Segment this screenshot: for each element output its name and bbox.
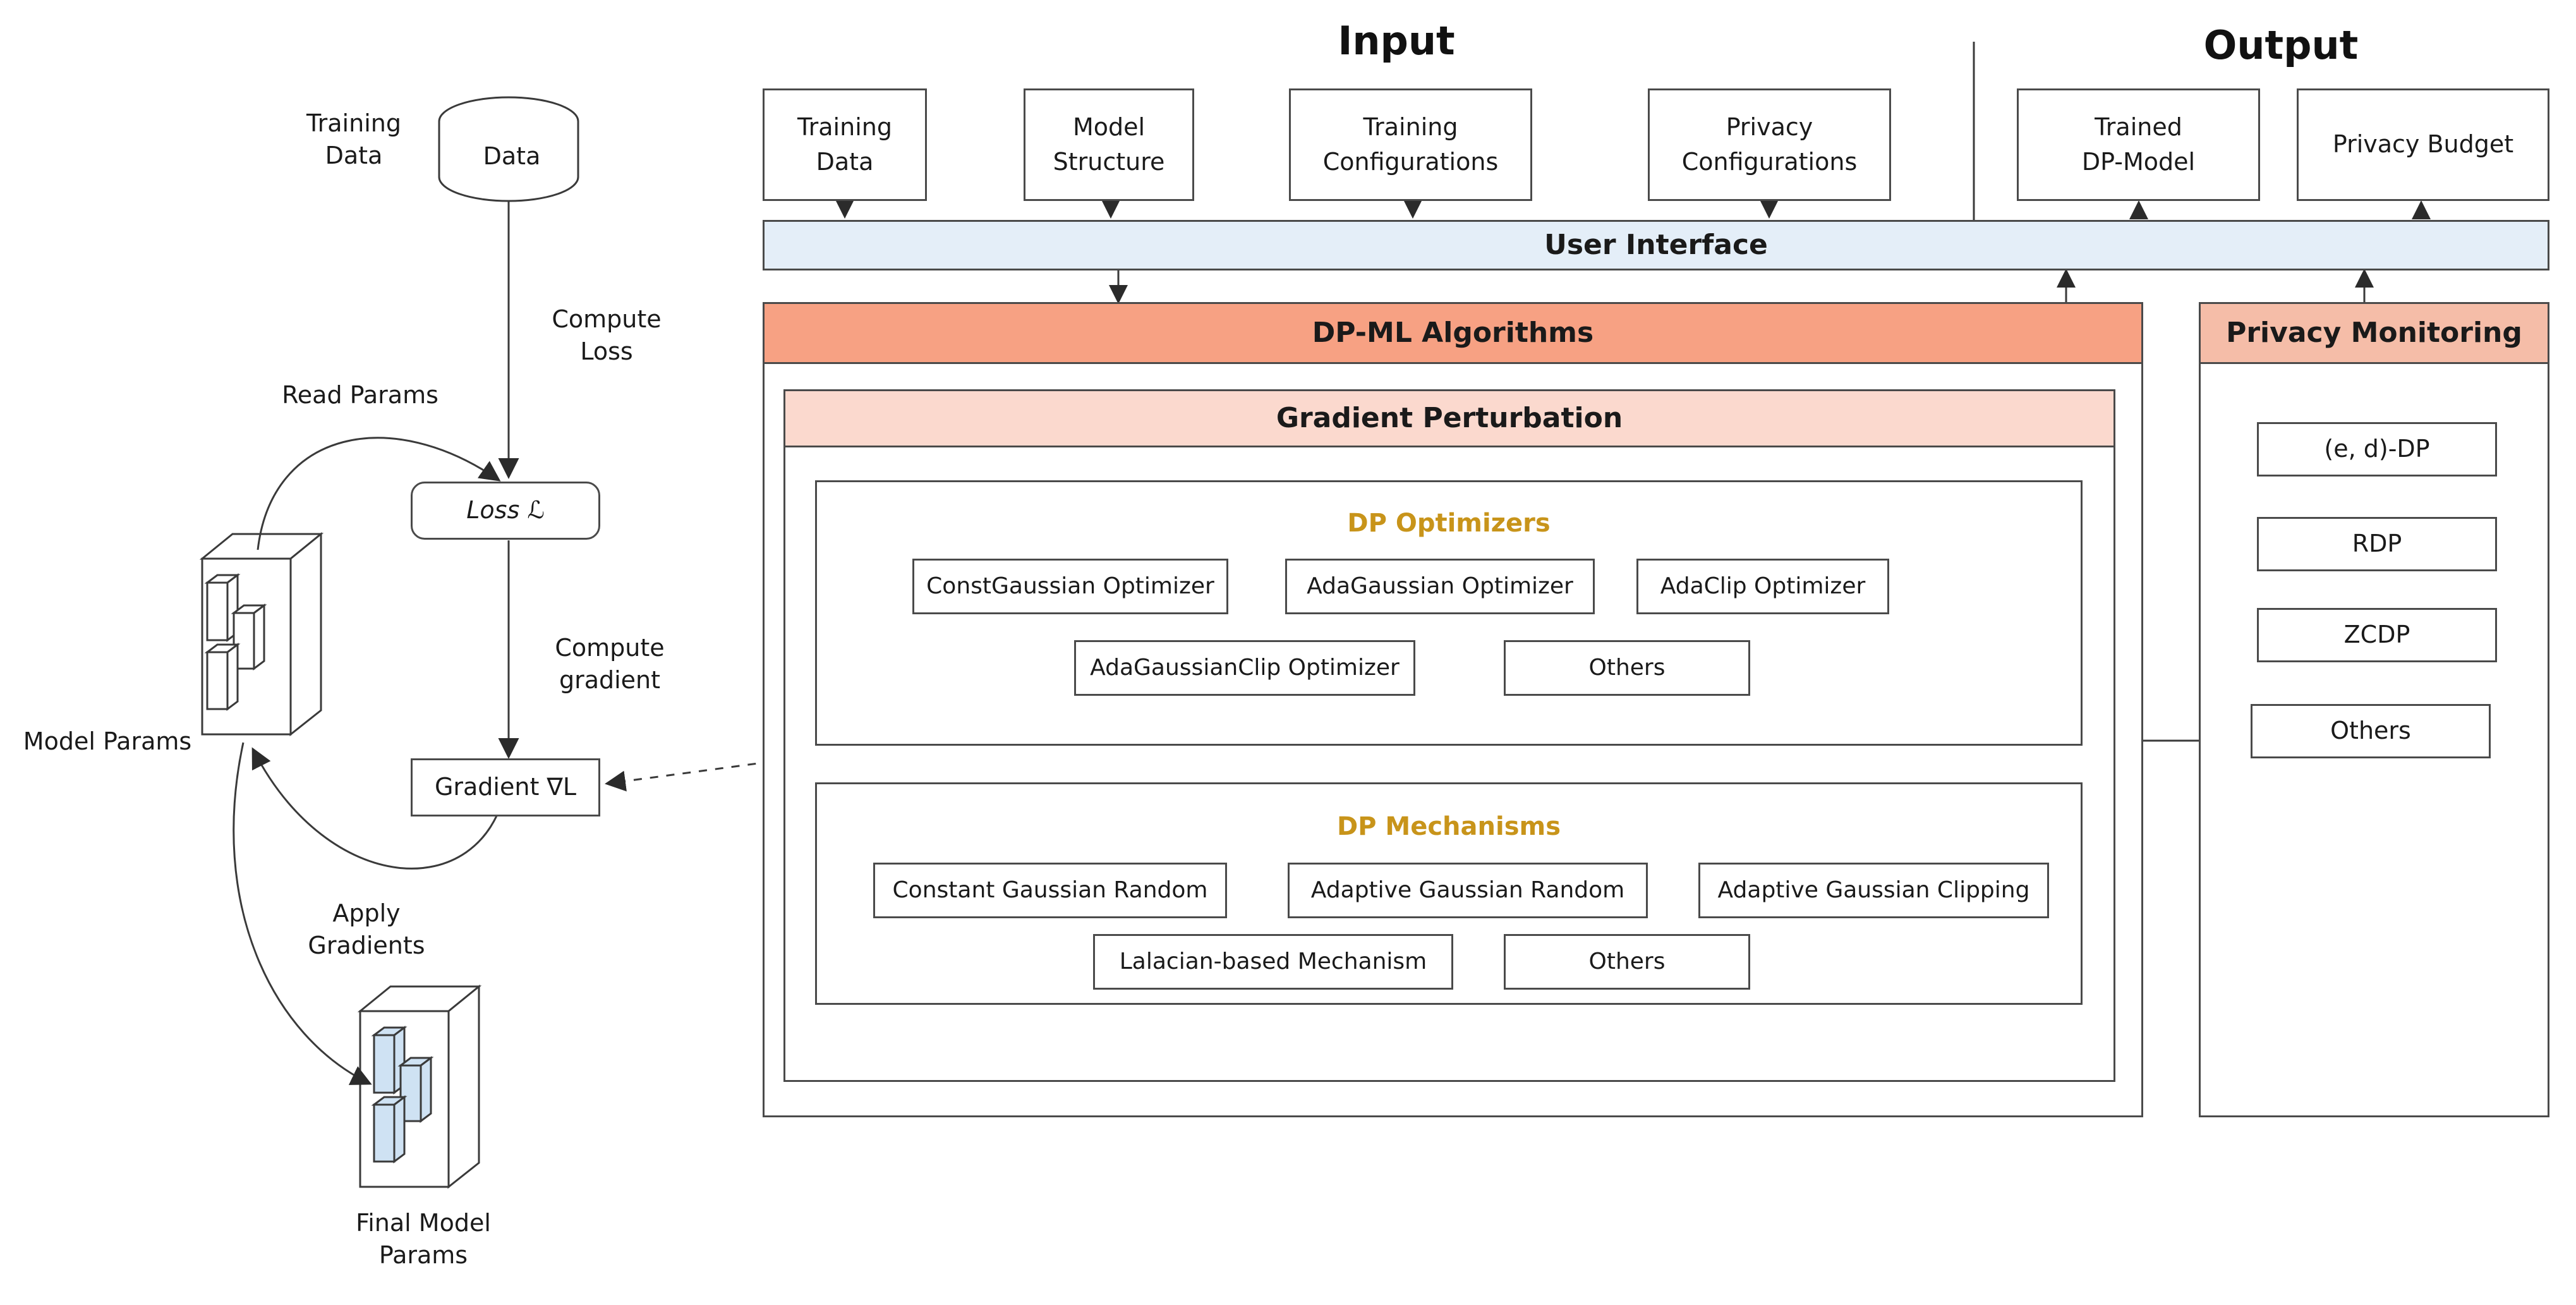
gradient-perturbation-header: Gradient Perturbation <box>783 389 2115 447</box>
input-box-training-configurations[interactable]: Training Configurations <box>1289 88 1532 201</box>
mechanism-constant-gaussian-random[interactable]: Constant Gaussian Random <box>873 863 1227 918</box>
final-model-params-caption: Final Model Params <box>356 1209 491 1270</box>
optimizer-constgaussian[interactable]: ConstGaussian Optimizer <box>912 559 1228 614</box>
privacy-monitoring-item-rdp[interactable]: RDP <box>2257 517 2497 571</box>
optimizer-others[interactable]: Others <box>1504 640 1750 696</box>
input-title: Input <box>1338 18 1455 64</box>
mechanism-lalacian-based[interactable]: Lalacian-based Mechanism <box>1093 934 1453 990</box>
read-params-label: Read Params <box>282 381 438 409</box>
model-params-3d <box>199 531 324 737</box>
compute-gradient-label: Compute gradient <box>555 634 665 695</box>
input-box-training-data[interactable]: Training Data <box>763 88 927 201</box>
optimizer-adaclip[interactable]: AdaClip Optimizer <box>1636 559 1889 614</box>
apply-gradients-label: Apply Gradients <box>308 899 425 960</box>
optimizer-adagaussian[interactable]: AdaGaussian Optimizer <box>1285 559 1595 614</box>
training-data-caption: Training Data <box>306 109 401 170</box>
input-box-model-structure[interactable]: Model Structure <box>1024 88 1194 201</box>
model-params-caption: Model Params <box>23 727 192 755</box>
final-model-params-3d <box>357 984 482 1189</box>
privacy-monitoring-header: Privacy Monitoring <box>2199 302 2549 364</box>
dp-ml-algorithms-header: DP-ML Algorithms <box>763 302 2143 364</box>
output-title: Output <box>2203 22 2359 68</box>
gradient-node[interactable]: Gradient ∇L <box>411 758 600 816</box>
dp-optimizers-label: DP Optimizers <box>1347 509 1551 538</box>
user-interface-bar[interactable]: User Interface <box>763 220 2549 270</box>
input-box-privacy-configurations[interactable]: Privacy Configurations <box>1648 88 1891 201</box>
compute-loss-label: Compute Loss <box>552 305 662 366</box>
loss-node[interactable]: Loss ℒ <box>411 482 600 540</box>
gradient-link-dotted <box>605 760 773 792</box>
mechanism-others[interactable]: Others <box>1504 934 1750 990</box>
data-store-label: Data <box>483 142 541 170</box>
mechanism-adaptive-gaussian-random[interactable]: Adaptive Gaussian Random <box>1288 863 1648 918</box>
output-box-privacy-budget[interactable]: Privacy Budget <box>2297 88 2549 201</box>
mechanism-adaptive-gaussian-clipping[interactable]: Adaptive Gaussian Clipping <box>1698 863 2049 918</box>
dp-mechanisms-label: DP Mechanisms <box>1336 812 1561 841</box>
privacy-monitoring-item-zcdp[interactable]: ZCDP <box>2257 608 2497 662</box>
privacy-monitoring-item-ed-dp[interactable]: (e, d)-DP <box>2257 422 2497 476</box>
output-box-trained-dp-model[interactable]: Trained DP-Model <box>2017 88 2260 201</box>
privacy-monitoring-item-others[interactable]: Others <box>2251 704 2491 758</box>
optimizer-adagaussianclip[interactable]: AdaGaussianClip Optimizer <box>1074 640 1415 696</box>
